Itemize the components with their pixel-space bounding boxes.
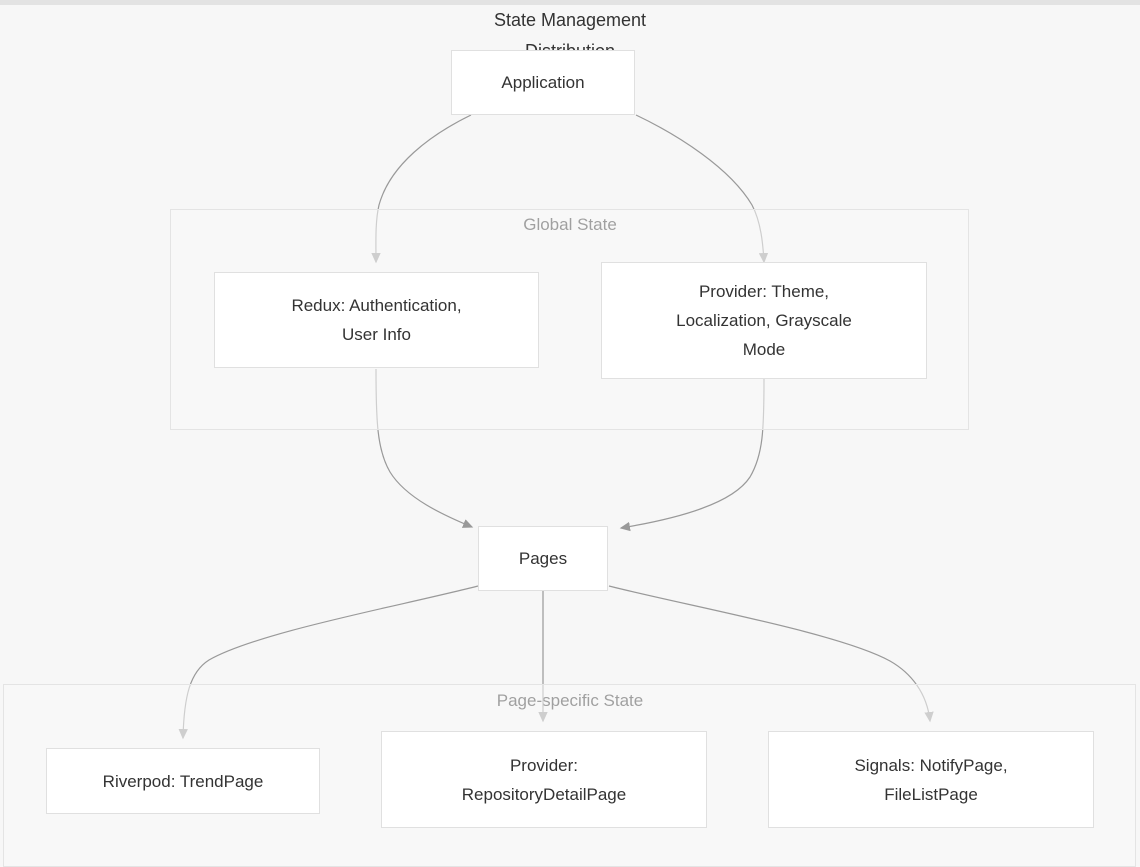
node-application-label: Application xyxy=(501,73,585,92)
node-riverpod[interactable]: Riverpod: TrendPage xyxy=(46,748,320,814)
node-provider-global[interactable]: Provider: Theme, Localization, Grayscale… xyxy=(601,262,927,379)
top-divider xyxy=(0,0,1140,5)
node-provider-detail[interactable]: Provider: RepositoryDetailPage xyxy=(381,731,707,828)
node-application[interactable]: Application xyxy=(451,50,635,115)
node-signals-label: Signals: NotifyPage, FileListPage xyxy=(854,755,1008,804)
node-provider-global-label: Provider: Theme, Localization, Grayscale… xyxy=(676,282,852,359)
node-pages-label: Pages xyxy=(518,549,568,568)
node-signals[interactable]: Signals: NotifyPage, FileListPage xyxy=(768,731,1094,828)
node-pages[interactable]: Pages xyxy=(478,526,608,591)
node-provider-detail-label: Provider: RepositoryDetailPage xyxy=(461,755,627,804)
node-redux-label: Redux: Authentication, User Info xyxy=(291,296,462,344)
node-riverpod-label: Riverpod: TrendPage xyxy=(102,771,264,791)
node-redux[interactable]: Redux: Authentication, User Info xyxy=(214,272,539,368)
